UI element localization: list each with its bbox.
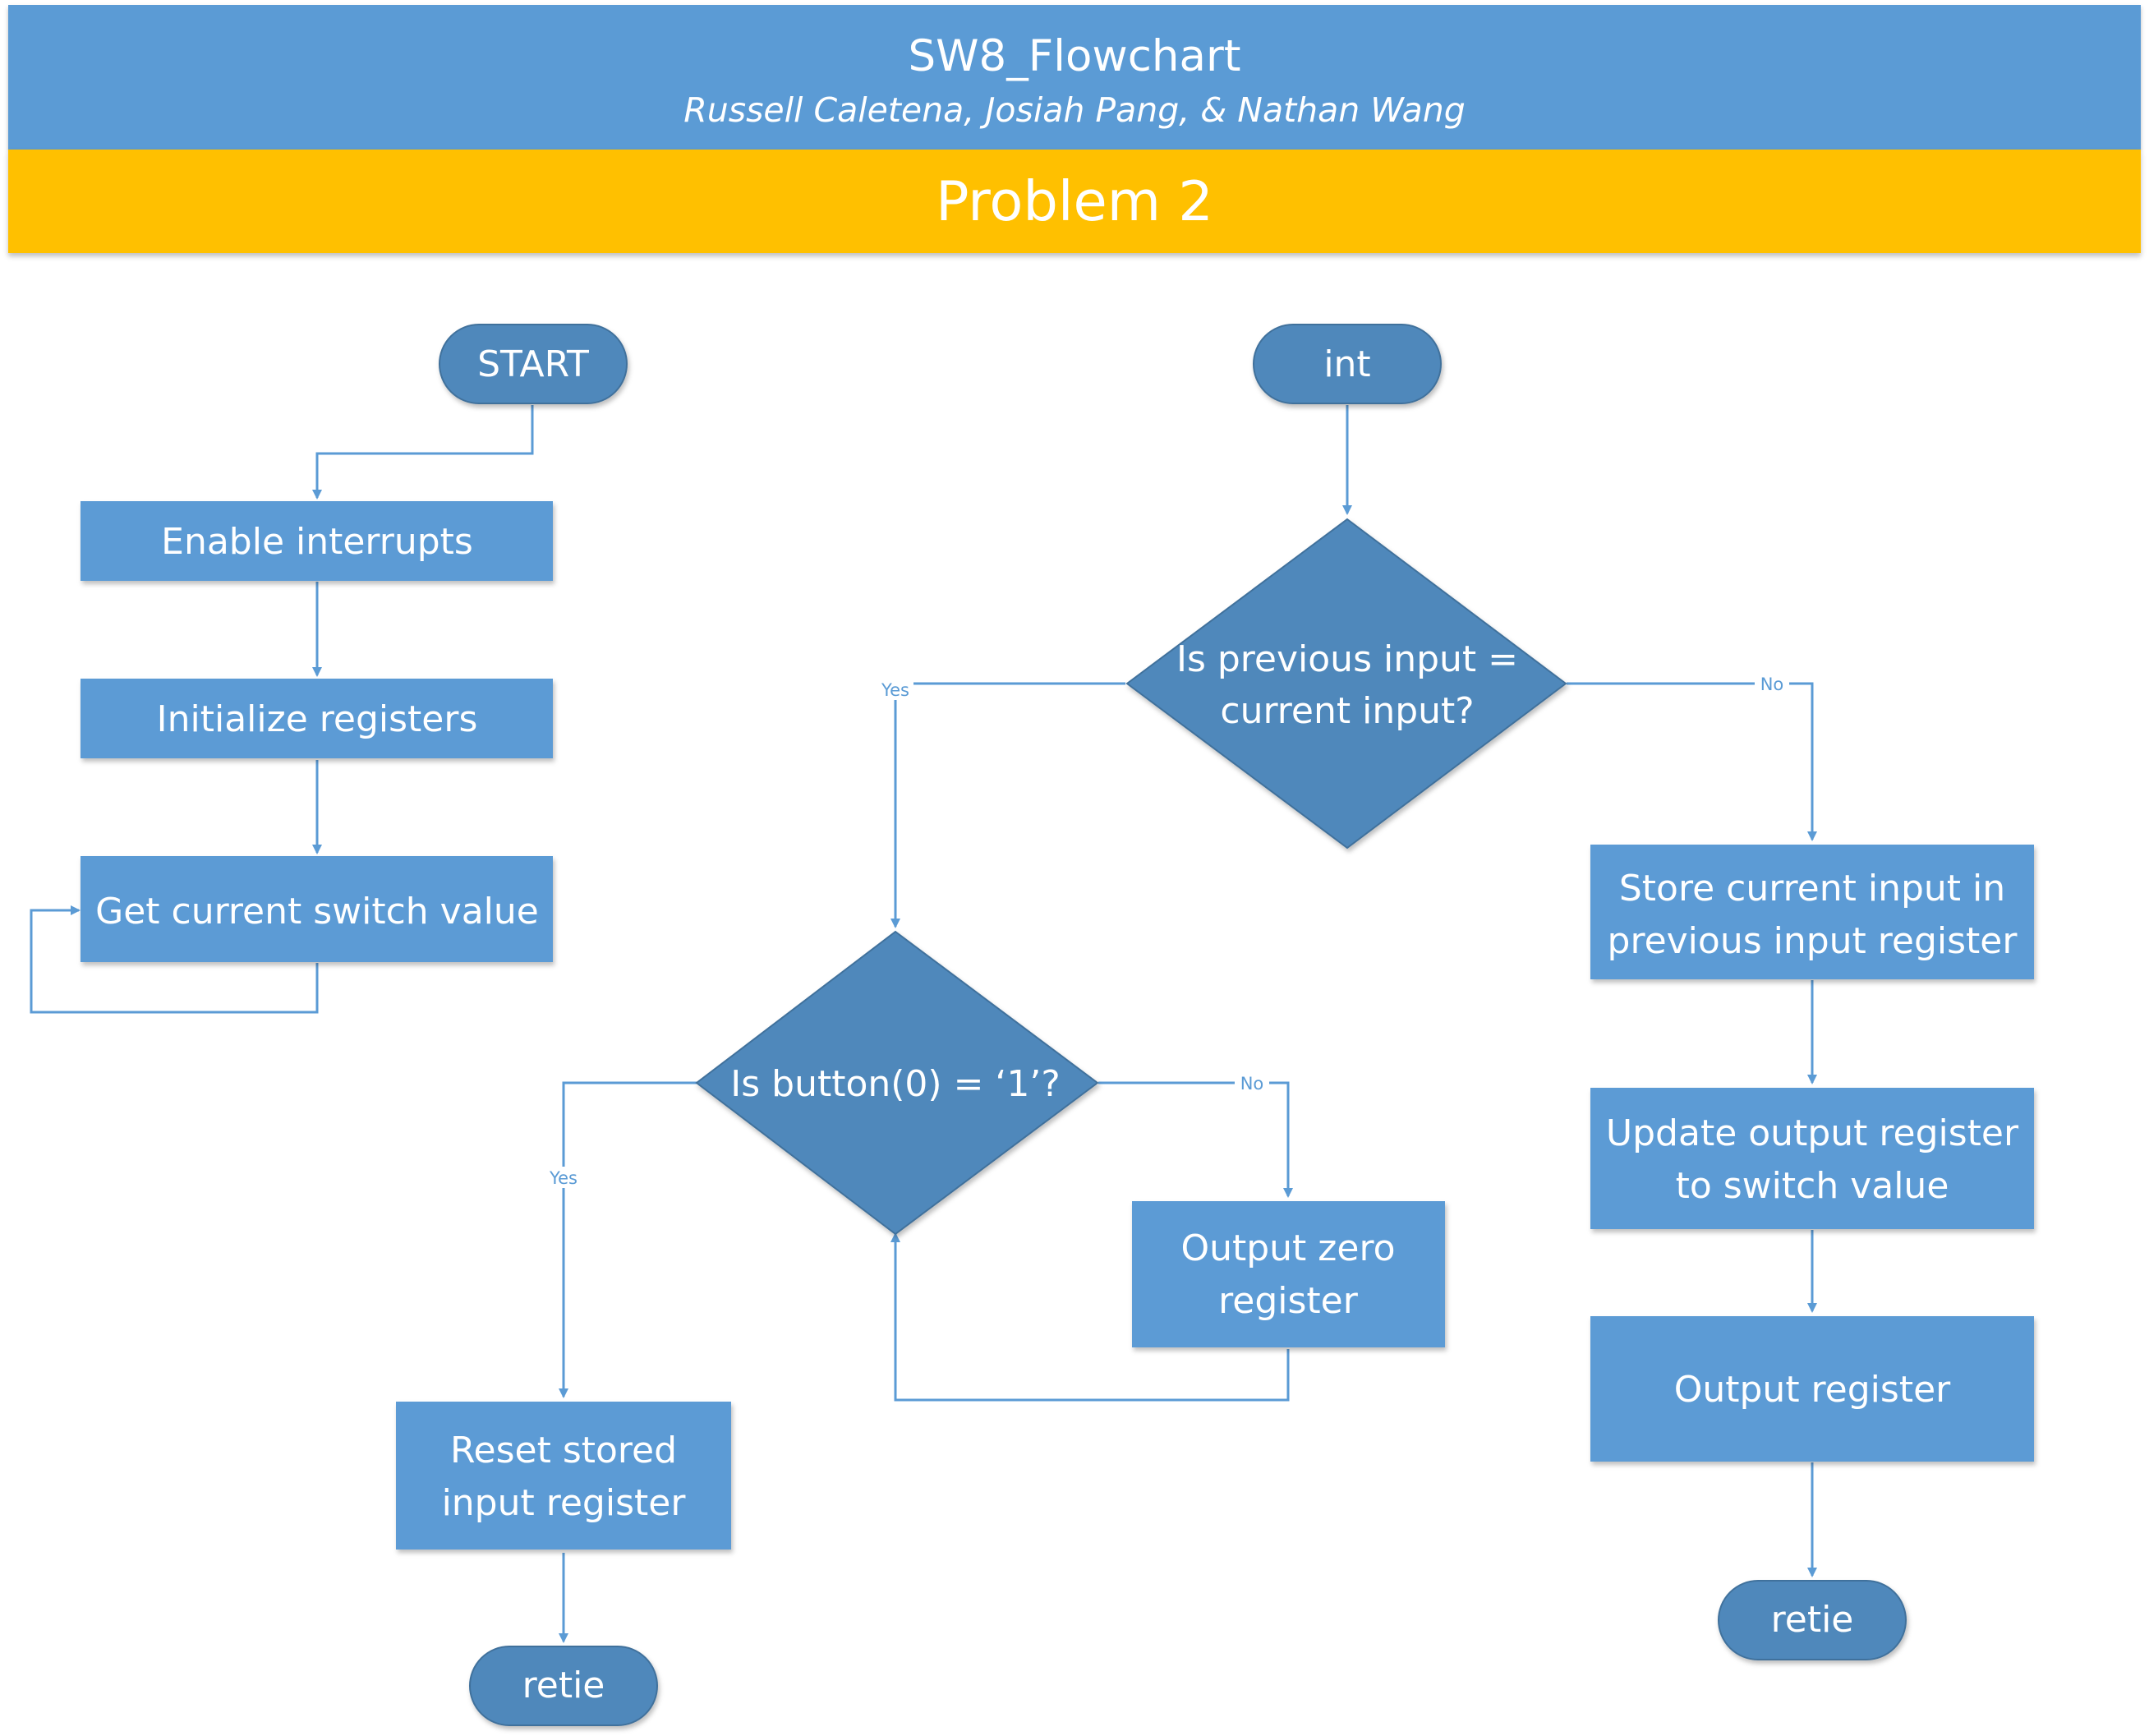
process-store-input-line1: Store current input in <box>1619 868 2005 909</box>
edge-decision2-no <box>1098 1081 1293 1198</box>
process-reset-input: Reset stored input register <box>396 1402 731 1550</box>
terminator-retie-left-label: retie <box>522 1665 605 1706</box>
decision-button-label: Is button(0) = ‘1’? <box>730 1063 1061 1105</box>
process-initialize-registers-label: Initialize registers <box>157 698 478 740</box>
edge-label-no-2: No <box>1240 1074 1264 1094</box>
terminator-retie-right: retie <box>1718 1580 1907 1660</box>
edge-label-no-1: No <box>1760 675 1784 694</box>
process-initialize-registers: Initialize registers <box>81 679 553 758</box>
decision-previous-input-line1: Is previous input = <box>1176 638 1518 680</box>
edge-labels: Yes No Yes No <box>545 674 1789 1188</box>
problem-label: Problem 2 <box>8 150 2141 253</box>
process-update-output: Update output register to switch value <box>1590 1088 2034 1229</box>
process-reset-input-line2: input register <box>442 1482 687 1524</box>
edge-label-yes-2: Yes <box>549 1168 578 1188</box>
process-store-input: Store current input in previous input re… <box>1590 845 2034 979</box>
terminator-int: int <box>1253 324 1442 404</box>
diagram-authors: Russell Caletena, Josiah Pang, & Nathan … <box>683 90 1466 130</box>
edge-outputzero-loop <box>890 1232 1290 1402</box>
title-band: SW8_Flowchart Russell Caletena, Josiah P… <box>8 5 2141 150</box>
edge-getswitch-loop <box>30 905 319 1014</box>
process-output-register-label: Output register <box>1674 1369 1951 1411</box>
terminator-retie-right-label: retie <box>1771 1599 1854 1641</box>
connectors <box>30 405 1817 1643</box>
terminator-retie-left: retie <box>469 1646 658 1726</box>
terminator-start-label: START <box>477 343 589 385</box>
process-update-output-line1: Update output register <box>1606 1112 2019 1154</box>
process-reset-input-line1: Reset stored <box>450 1430 677 1471</box>
edge-decision1-no <box>1567 682 1817 841</box>
process-output-zero: Output zero register <box>1132 1201 1445 1347</box>
decision-button: Is button(0) = ‘1’? <box>695 930 1099 1236</box>
edge-start-to-enable <box>312 405 534 500</box>
diagram-title: SW8_Flowchart <box>908 31 1241 81</box>
edge-decision1-yes <box>890 682 1125 928</box>
edge-label-yes-1: Yes <box>881 680 909 700</box>
decision-previous-input: Is previous input = current input? <box>1125 518 1567 850</box>
terminator-start: START <box>439 324 628 404</box>
process-output-zero-line2: register <box>1218 1280 1359 1322</box>
process-output-register: Output register <box>1590 1316 2034 1462</box>
decision-previous-input-line2: current input? <box>1220 690 1474 732</box>
edge-decision2-yes <box>559 1081 697 1398</box>
terminator-int-label: int <box>1323 343 1370 385</box>
process-update-output-line2: to switch value <box>1676 1165 1949 1207</box>
process-store-input-line2: previous input register <box>1608 920 2018 962</box>
process-get-switch-value: Get current switch value <box>81 856 553 962</box>
process-enable-interrupts: Enable interrupts <box>81 501 553 581</box>
process-enable-interrupts-label: Enable interrupts <box>161 521 473 563</box>
process-output-zero-line1: Output zero <box>1180 1227 1395 1269</box>
process-get-switch-value-label: Get current switch value <box>95 891 539 932</box>
